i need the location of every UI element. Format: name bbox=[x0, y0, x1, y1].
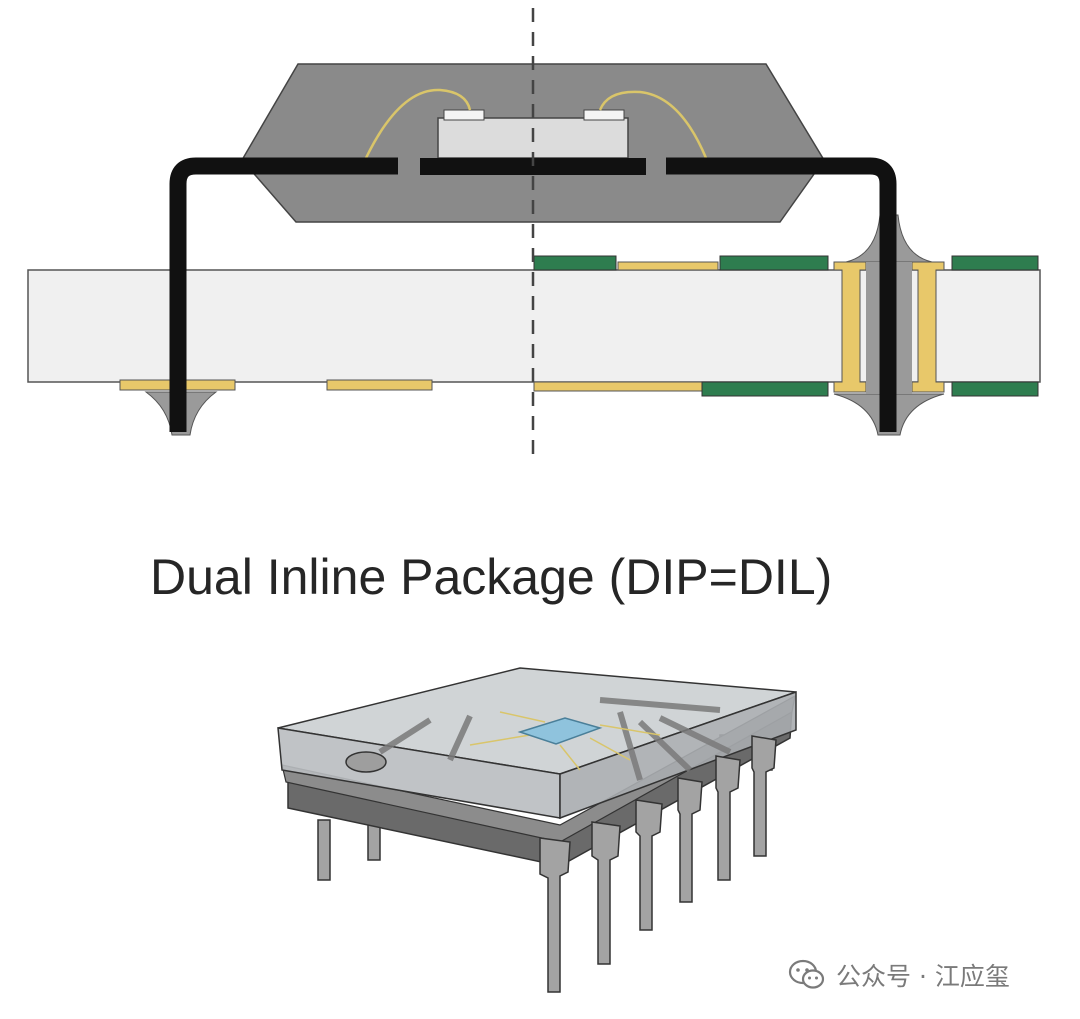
bond-pad-left bbox=[444, 110, 484, 120]
pcb-pad-bottom-center-left bbox=[327, 380, 432, 390]
copper-pad-top-1 bbox=[618, 262, 718, 270]
solder-mask-bottom-1 bbox=[702, 382, 828, 396]
solder-mask-top-3 bbox=[952, 256, 1038, 270]
solder-mask-bottom-2 bbox=[952, 382, 1038, 396]
watermark-text: 公众号 · 江应玺 bbox=[836, 957, 1010, 993]
bond-pad-right bbox=[584, 110, 624, 120]
dip-orientation-notch bbox=[346, 752, 386, 772]
watermark: 公众号 · 江应玺 bbox=[788, 955, 1010, 995]
dip-chip-3d bbox=[278, 668, 796, 992]
diagram-title: Dual Inline Package (DIP=DIL) bbox=[150, 548, 832, 606]
wechat-icon bbox=[788, 958, 826, 992]
copper-pad-bottom-1 bbox=[534, 382, 702, 391]
solder-mask-top-1 bbox=[534, 256, 616, 270]
solder-mask-top-2 bbox=[720, 256, 828, 270]
